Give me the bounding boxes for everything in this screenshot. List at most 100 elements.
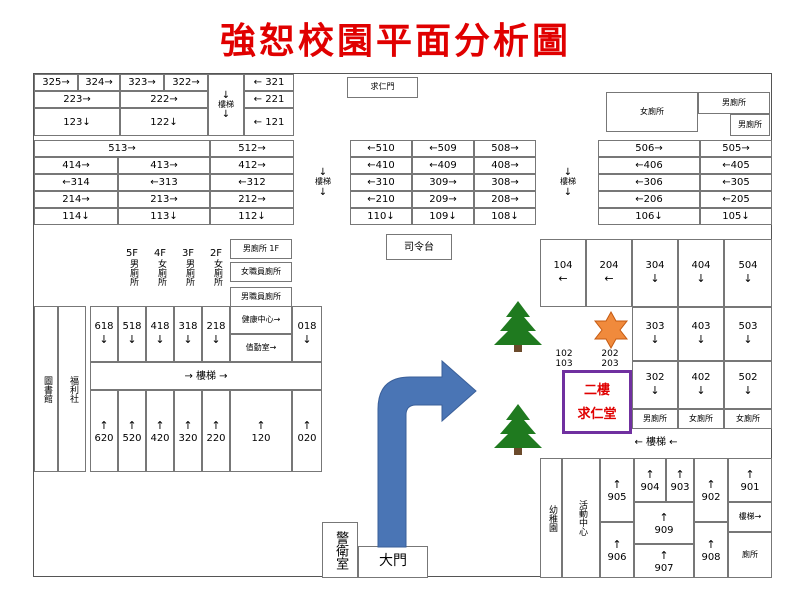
stairs-right-lower: 樓梯→ (728, 502, 772, 532)
room-018: 018↓ (292, 306, 322, 362)
map-title: 強恕校園平面分析圖 (219, 20, 571, 62)
room-906: ↑906 (600, 522, 634, 578)
room-503: 503↓ (724, 307, 772, 361)
floor-2f-toilet: 2F 女廁所 (209, 248, 223, 286)
room-221: ← 221 (244, 91, 294, 108)
room-308: 308→ (474, 174, 536, 191)
campus-map: 325→ 324→ 323→ 322→ ↓ 樓梯 ↓ ← 321 223→ 22… (33, 73, 772, 578)
toilet-lower: 廁所 (728, 532, 772, 578)
room-502: 502↓ (724, 361, 772, 409)
room-420: ↑420 (146, 390, 174, 472)
left-corridor: → 樓梯 → (90, 362, 322, 390)
room-105: 105↓ (700, 208, 772, 225)
room-214: 214→ (34, 191, 118, 208)
room-309: 309→ (412, 174, 474, 191)
room-908: ↑908 (694, 522, 728, 578)
room-310: ←310 (350, 174, 412, 191)
tree-icon (494, 404, 542, 455)
room-322: 322→ (164, 74, 208, 91)
room-220: ↑220 (202, 390, 230, 472)
health-center: 健康中心→ (230, 306, 292, 334)
room-518: 518↓ (118, 306, 146, 362)
room-403: 403↓ (678, 307, 724, 361)
room-303: 303↓ (632, 307, 678, 361)
room-109: 109↓ (412, 208, 474, 225)
room-413: 413→ (118, 157, 210, 174)
room-903: ↑903 (666, 458, 694, 502)
room-324: 324→ (78, 74, 120, 91)
highlight-qiuren-hall: 二樓 求仁堂 (562, 370, 632, 434)
room-209: 209→ (412, 191, 474, 208)
room-020: ↑020 (292, 390, 322, 472)
room-304: 304↓ (632, 239, 678, 307)
room-222: 222→ (120, 91, 208, 108)
room-412: 412→ (210, 157, 294, 174)
stairs-middle: ↓ 樓梯 ↓ (315, 167, 331, 198)
room-418: 418↓ (146, 306, 174, 362)
gate-qiuren: 求仁門 (347, 77, 418, 98)
room-414: 414→ (34, 157, 118, 174)
toilet-female-right: 女廁所 (678, 409, 724, 429)
room-513: 513→ (34, 140, 210, 157)
guard-room: 警衛室 (322, 522, 358, 578)
toilet-male-top-2: 男廁所 (730, 114, 770, 136)
podium: 司令台 (386, 234, 452, 260)
room-218: 218↓ (202, 306, 230, 362)
floor-4f-toilet: 4F 女廁所 (153, 248, 167, 286)
tree-icon (494, 301, 542, 352)
room-618: 618↓ (90, 306, 118, 362)
room-208: 208→ (474, 191, 536, 208)
room-323: 323→ (120, 74, 164, 91)
duty-room: 值勤室→ (230, 334, 292, 362)
stairs-right: ↓ 樓梯 ↓ (560, 167, 576, 198)
toilet-female-top: 女廁所 (606, 92, 698, 132)
room-410: ←410 (350, 157, 412, 174)
room-314: ←314 (34, 174, 118, 191)
toilet-male-top: 男廁所 (698, 92, 770, 114)
room-402: 402↓ (678, 361, 724, 409)
room-305: ←305 (700, 174, 772, 191)
room-108: 108↓ (474, 208, 536, 225)
room-406: ←406 (598, 157, 700, 174)
down-arrow-icon: ↓ (318, 167, 328, 179)
activity-center: 活動中心 (562, 458, 600, 578)
library: 圖書館 (34, 306, 58, 472)
room-223: 223→ (34, 91, 120, 108)
room-409: ←409 (412, 157, 474, 174)
room-213: 213→ (118, 191, 210, 208)
stairs-upper: ↓ 樓梯 ↓ (208, 74, 244, 136)
room-505: 505→ (700, 140, 772, 157)
staff-toilet-male: 男職員廁所 (230, 287, 292, 307)
room-212: 212→ (210, 191, 294, 208)
floor-3f-toilet: 3F 男廁所 (181, 248, 195, 286)
room-312: ←312 (210, 174, 294, 191)
room-321: ← 321 (244, 74, 294, 91)
down-arrow-icon: ↓ (221, 89, 231, 101)
toilet-female-right-2: 女廁所 (724, 409, 772, 429)
room-512: 512→ (210, 140, 294, 157)
room-901: ↑901 (728, 458, 772, 502)
room-408: 408→ (474, 157, 536, 174)
room-204: 204← (586, 239, 632, 307)
main-gate: 大門 (358, 546, 428, 578)
room-121: ← 121 (244, 108, 294, 136)
toilet-male-right: 男廁所 (632, 409, 678, 429)
room-909: ↑909 (634, 502, 694, 544)
toilet-male-1f: 男廁所 1F (230, 239, 292, 259)
room-905: ↑905 (600, 458, 634, 522)
room-113: 113↓ (118, 208, 210, 225)
room-405: ←405 (700, 157, 772, 174)
room-313: ←313 (118, 174, 210, 191)
room-320: ↑320 (174, 390, 202, 472)
room-110: 110↓ (350, 208, 412, 225)
room-510: ←510 (350, 140, 412, 157)
room-509: ←509 (412, 140, 474, 157)
down-arrow-icon: ↓ (563, 167, 573, 179)
staff-toilet-female: 女職員廁所 (230, 262, 292, 282)
right-corridor: ← 樓梯 ← (634, 436, 678, 448)
welfare-shop: 福利社 (58, 306, 86, 472)
down-arrow-icon: ↓ (221, 109, 231, 121)
down-arrow-icon: ↓ (318, 186, 328, 198)
